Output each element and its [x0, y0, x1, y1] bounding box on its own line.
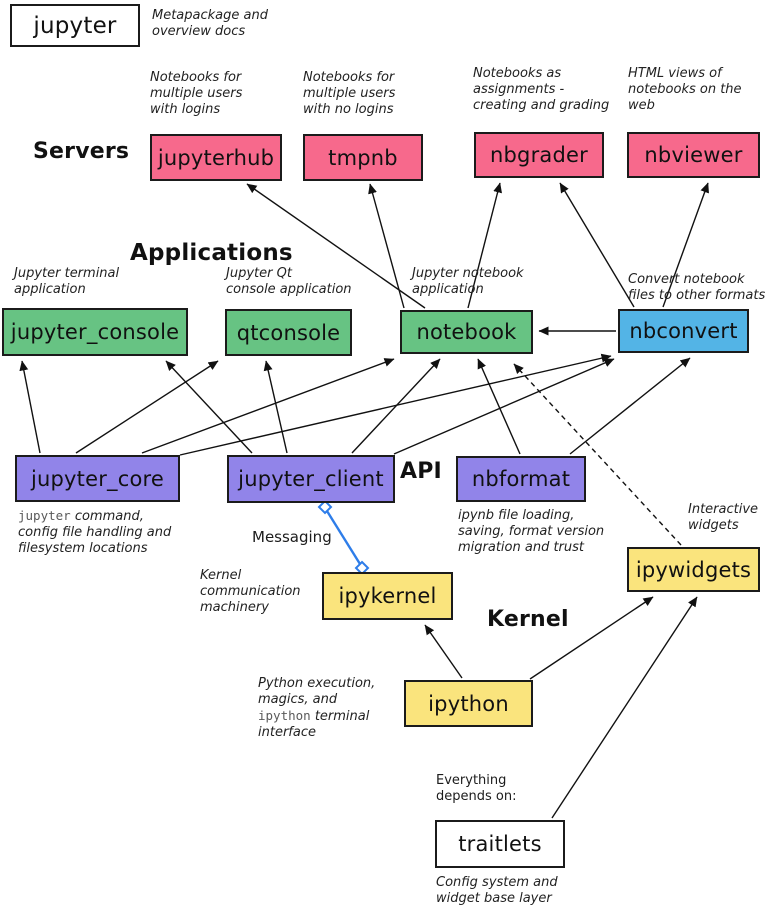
annotation-jupyter: Metapackage and overview docs	[152, 8, 268, 40]
annotation-traitlets: Config system and widget base layer	[436, 875, 558, 907]
annotation-ipykernel: Kernel communication machinery	[200, 568, 301, 616]
node-ipykernel: ipykernel	[322, 572, 453, 620]
node-notebook: notebook	[400, 310, 533, 354]
section-label-api: API	[400, 459, 442, 484]
node-nbgrader: nbgrader	[474, 132, 604, 178]
node-jupyter-console: jupyter_console	[2, 308, 188, 356]
node-ipython: ipython	[404, 680, 533, 727]
annotation-jupyterhub: Notebooks for multiple users with logins	[150, 70, 243, 118]
node-ipywidgets: ipywidgets	[627, 547, 760, 592]
annotation-nbgrader: Notebooks as assignments - creating and …	[473, 66, 610, 114]
annotation-tmpnb: Notebooks for multiple users with no log…	[303, 70, 396, 118]
node-jupyter: jupyter	[10, 4, 140, 47]
node-jupyter-client: jupyter_client	[227, 455, 395, 503]
node-qtconsole: qtconsole	[225, 309, 352, 356]
node-nbformat: nbformat	[456, 456, 586, 502]
annotation-jupyter-core: jupyter command, config file handling an…	[18, 508, 172, 557]
annotation-ipython: Python execution, magics, and ipython te…	[258, 676, 376, 741]
messaging-label: Messaging	[252, 528, 332, 546]
node-nbconvert: nbconvert	[618, 309, 749, 353]
node-nbviewer: nbviewer	[627, 132, 760, 178]
annotation-jupyter-console: Jupyter terminal application	[14, 266, 120, 298]
annotation-notebook: Jupyter notebook application	[412, 266, 524, 298]
annotation-qtconsole: Jupyter Qt console application	[226, 266, 352, 298]
annotation-everything-depends-on: Everything depends on:	[436, 773, 517, 805]
section-label-servers: Servers	[33, 139, 130, 164]
annotation-nbviewer: HTML views of notebooks on the web	[628, 66, 742, 114]
annotation-ipywidgets: Interactive widgets	[688, 502, 759, 534]
node-jupyter-core: jupyter_core	[15, 455, 180, 502]
annotation-nbformat: ipynb file loading, saving, format versi…	[458, 508, 605, 556]
section-label-applications: Applications	[130, 240, 293, 266]
annotation-nbconvert: Convert notebook files to other formats	[628, 272, 766, 304]
node-jupyterhub: jupyterhub	[150, 134, 282, 181]
node-traitlets: traitlets	[435, 820, 565, 868]
node-tmpnb: tmpnb	[303, 134, 423, 181]
section-label-kernel: Kernel	[487, 607, 569, 632]
